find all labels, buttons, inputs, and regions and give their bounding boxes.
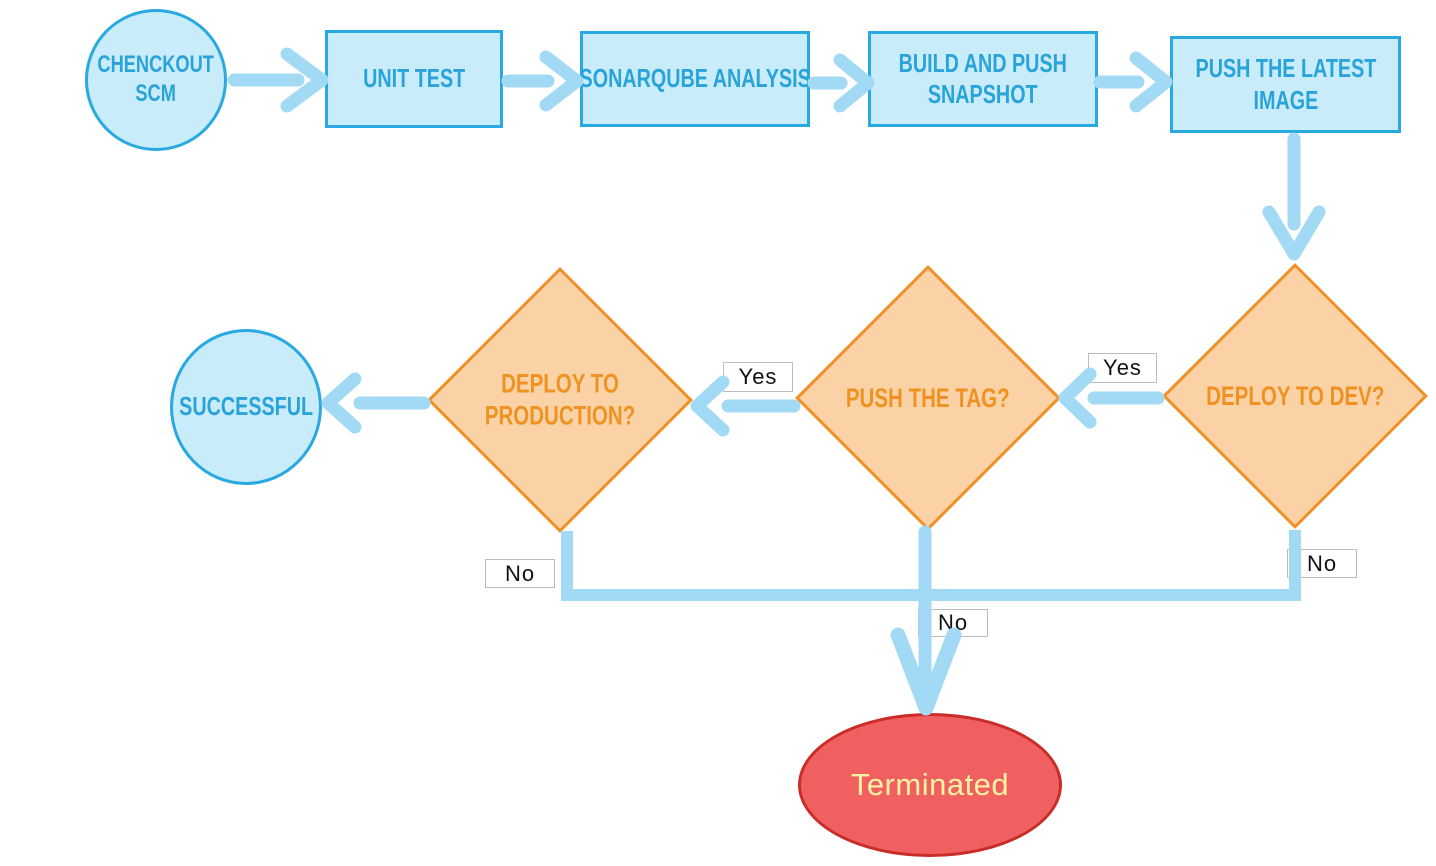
node-build-and-push-snapshot: BUILD AND PUSH SNAPSHOT: [868, 31, 1098, 127]
node-sonarqube-analysis-label: SONARQUBE ANALYSIS: [579, 63, 811, 94]
edge-label-yes-deploy-dev: Yes: [1088, 353, 1157, 383]
node-push-the-tag: PUSH THE TAG?: [808, 382, 1048, 414]
node-checkout-scm: CHENCKOUT SCM: [85, 9, 227, 151]
node-unit-test-label: UNIT TEST: [362, 63, 466, 94]
node-successful: SUCCESSFUL: [170, 329, 322, 485]
node-terminated-label: Terminated: [850, 767, 1010, 802]
arrow-checkout-to-unit-test: [227, 47, 329, 113]
node-sonarqube-analysis: SONARQUBE ANALYSIS: [579, 31, 811, 127]
node-push-the-latest-image-label: PUSH THE LATEST IMAGE: [1195, 53, 1376, 115]
arrow-push-latest-to-deploy-dev: [1262, 132, 1326, 261]
arrow-unit-test-to-sonarqube: [501, 50, 584, 112]
arrow-deploy-production-to-successful: [321, 372, 431, 434]
node-push-the-latest-image: PUSH THE LATEST IMAGE: [1170, 36, 1401, 133]
node-unit-test: UNIT TEST: [325, 30, 503, 128]
node-deploy-to-production: DEPLOY TO PRODUCTION?: [440, 368, 680, 433]
arrow-sonarqube-to-build: [807, 53, 875, 113]
node-deploy-to-dev: DEPLOY TO DEV?: [1175, 380, 1415, 412]
edge-label-yes-push-tag: Yes: [723, 362, 793, 392]
node-push-the-tag-label: PUSH THE TAG?: [846, 382, 1010, 413]
node-terminated: Terminated: [798, 713, 1062, 857]
edge-label-no-push-tag: No: [918, 609, 988, 637]
flowline-no-collector: [561, 530, 1301, 601]
node-checkout-scm-label: CHENCKOUT SCM: [97, 51, 215, 107]
edge-label-no-deploy-dev: No: [1287, 549, 1357, 578]
node-deploy-to-production-label: DEPLOY TO PRODUCTION?: [484, 368, 636, 431]
node-successful-label: SUCCESSFUL: [179, 391, 313, 422]
edge-label-no-deploy-production: No: [485, 559, 555, 588]
node-build-and-push-snapshot-label: BUILD AND PUSH SNAPSHOT: [898, 47, 1068, 109]
arrow-build-to-push-latest: [1093, 51, 1173, 113]
node-deploy-to-dev-label: DEPLOY TO DEV?: [1205, 380, 1385, 411]
